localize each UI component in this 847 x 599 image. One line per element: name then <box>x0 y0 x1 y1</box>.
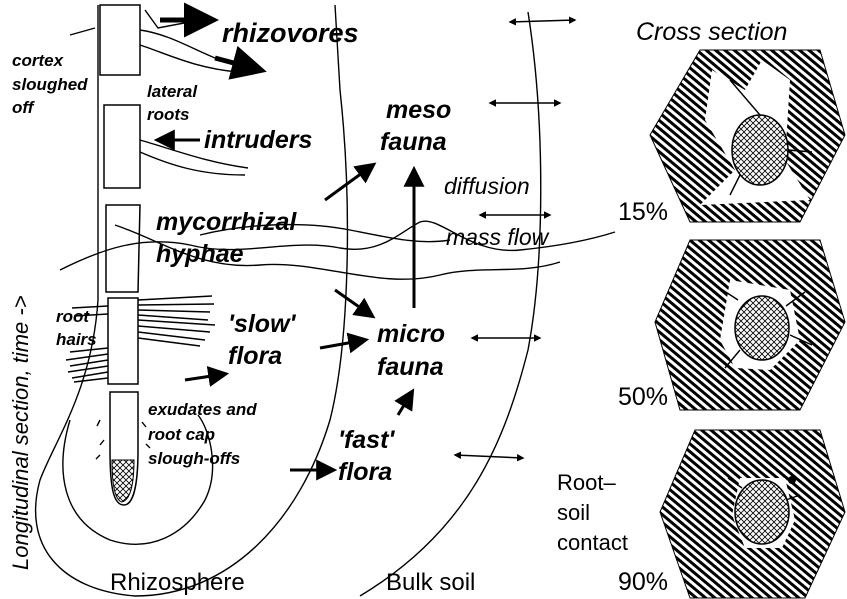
mycorrhizal-line-1: mycorrhizal <box>156 208 297 236</box>
mass-flow-label: mass flow <box>446 224 550 250</box>
double-arrow-top <box>510 20 575 22</box>
exudates-line-3: slough-offs <box>148 449 240 468</box>
cross-section-15 <box>650 50 845 222</box>
rhizosphere-label: Rhizosphere <box>110 569 245 596</box>
root-core-90 <box>735 480 789 544</box>
contact-90-label: 90% <box>618 568 668 596</box>
lateral-roots-label: lateral roots <box>147 82 202 124</box>
meso-fauna-label: meso fauna <box>380 96 458 156</box>
meso-fauna-line-1: meso <box>386 96 451 124</box>
slow-flora-line-1: 'slow' <box>228 310 297 338</box>
slow-flora-line-2: flora <box>228 342 282 370</box>
root-hairs-line-2: hairs <box>56 330 97 349</box>
fast-flora-line-2: flora <box>338 458 392 486</box>
cross-section-title: Cross section <box>636 18 787 46</box>
cortex-label-line-3: off <box>12 98 36 117</box>
root-hairs-line-1: root <box>56 307 90 326</box>
intruders-label: intruders <box>204 126 312 154</box>
root-core-15 <box>732 115 788 185</box>
axis-label-vertical: Longitudinal section, time -> <box>8 295 33 570</box>
mycorrhizal-line-2: hyphae <box>156 240 244 268</box>
root-soil-contact-line-3: contact <box>557 530 628 555</box>
root-soil-contact-line-1: Root– <box>557 470 616 495</box>
root-tip <box>96 392 150 505</box>
arrow-to-mesofauna <box>325 165 373 200</box>
contact-50-label: 50% <box>618 383 668 411</box>
arrow-to-microfauna-hyphae <box>335 290 372 316</box>
cross-section-50 <box>655 240 845 410</box>
cortex-label: cortex sloughed off <box>12 51 92 117</box>
slow-flora-label: 'slow' flora <box>228 310 302 370</box>
cortex-label-line-1: cortex <box>12 51 65 70</box>
lateral-roots-line-1: lateral <box>147 82 198 101</box>
exudates-line-1: exudates and <box>148 400 257 419</box>
arrow-rhizovores-lower <box>215 58 260 70</box>
micro-fauna-line-2: fauna <box>377 353 444 381</box>
arrow-fast-to-micro <box>398 392 412 415</box>
root-hairs-label: root hairs <box>56 307 97 349</box>
fast-flora-label: 'fast' flora <box>338 426 401 486</box>
fast-flora-line-1: 'fast' <box>338 426 395 454</box>
exudates-line-2: root cap <box>148 425 215 444</box>
mycorrhizal-label: mycorrhizal hyphae <box>156 208 303 268</box>
root-segment-cortex <box>100 5 238 75</box>
root-soil-contact-label: Root– soil contact <box>557 470 628 555</box>
cortex-label-line-2: sloughed <box>12 75 88 94</box>
meso-fauna-line-2: fauna <box>380 128 447 156</box>
rhizovores-label: rhizovores <box>222 18 359 48</box>
lateral-roots-line-2: roots <box>147 105 190 124</box>
bulk-soil-label: Bulk soil <box>386 569 475 596</box>
diffusion-label: diffusion <box>444 173 530 199</box>
micro-fauna-line-1: micro <box>377 320 445 348</box>
exudates-label: exudates and root cap slough-offs <box>148 400 261 468</box>
root-core-50 <box>735 296 789 360</box>
contact-15-label: 15% <box>618 198 668 226</box>
cortex-pointer <box>70 28 95 35</box>
arrow-hairs-to-slow <box>185 374 225 380</box>
cross-section-90 <box>660 430 845 598</box>
root-soil-contact-line-2: soil <box>557 500 590 525</box>
double-arrow-fast <box>455 455 523 458</box>
micro-fauna-label: micro fauna <box>377 320 452 381</box>
